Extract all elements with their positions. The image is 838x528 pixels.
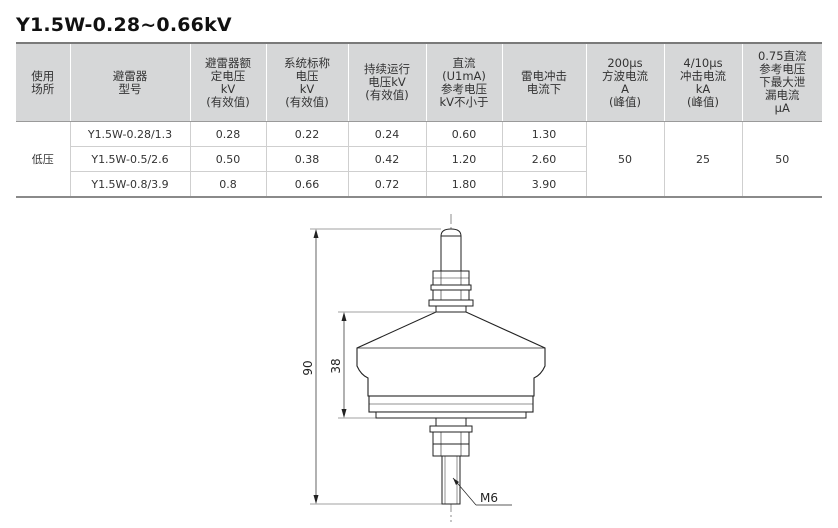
dimension-body-label: 38 xyxy=(329,358,343,373)
square-wave-cell: 50 xyxy=(585,121,664,198)
table-row: 低压 Y1.5W-0.28/1.3 0.28 0.22 0.24 0.60 1.… xyxy=(16,121,822,198)
table-row: Y1.5W-0.8/3.9 0.8 0.66 0.72 1.80 3.90 xyxy=(16,171,822,198)
page-title: Y1.5W-0.28~0.66kV xyxy=(16,14,232,36)
header-lightning-impulse: 雷电冲击电流下 xyxy=(501,42,586,122)
arrester-flange xyxy=(368,395,534,419)
impulse-current-cell: 25 xyxy=(663,121,742,198)
lightning-impulse-cell: 1.30 xyxy=(501,121,586,147)
continuous-voltage-cell: 0.72 xyxy=(347,171,426,198)
lightning-impulse-cell: 3.90 xyxy=(501,171,586,198)
dimension-body: 38 xyxy=(329,311,436,419)
table-row: Y1.5W-0.5/2.6 0.50 0.38 0.42 1.20 2.60 xyxy=(16,146,822,172)
bottom-nut-assembly xyxy=(429,417,473,457)
location-cell: 低压 xyxy=(16,121,70,198)
arrester-body xyxy=(356,311,546,397)
continuous-voltage-cell: 0.42 xyxy=(347,146,426,172)
dc-reference-cell: 1.20 xyxy=(425,146,502,172)
rated-voltage-cell: 0.8 xyxy=(189,171,266,198)
dc-reference-cell: 1.80 xyxy=(425,171,502,198)
dimension-overall: 90 xyxy=(301,228,442,505)
header-model: 避雷器型号 xyxy=(69,42,190,122)
rated-voltage-cell: 0.28 xyxy=(189,121,266,147)
leakage-current-cell: 50 xyxy=(741,121,822,198)
lightning-impulse-cell: 2.60 xyxy=(501,146,586,172)
top-stud xyxy=(440,228,462,272)
dc-reference-cell: 0.60 xyxy=(425,121,502,147)
header-continuous-voltage: 持续运行电压kV(有效值) xyxy=(347,42,426,122)
model-cell: Y1.5W-0.5/2.6 xyxy=(69,146,190,172)
system-voltage-cell: 0.22 xyxy=(265,121,348,147)
model-cell: Y1.5W-0.8/3.9 xyxy=(69,171,190,198)
system-voltage-cell: 0.38 xyxy=(265,146,348,172)
continuous-voltage-cell: 0.24 xyxy=(347,121,426,147)
model-cell: Y1.5W-0.28/1.3 xyxy=(69,121,190,147)
bottom-stud xyxy=(441,455,461,505)
thread-callout: M6 xyxy=(452,477,512,506)
rated-voltage-cell: 0.50 xyxy=(189,146,266,172)
system-voltage-cell: 0.66 xyxy=(265,171,348,198)
header-location: 使用场所 xyxy=(16,42,70,122)
top-nut-assembly xyxy=(428,270,474,313)
dimension-overall-label: 90 xyxy=(301,360,315,375)
thread-label: M6 xyxy=(480,491,498,505)
